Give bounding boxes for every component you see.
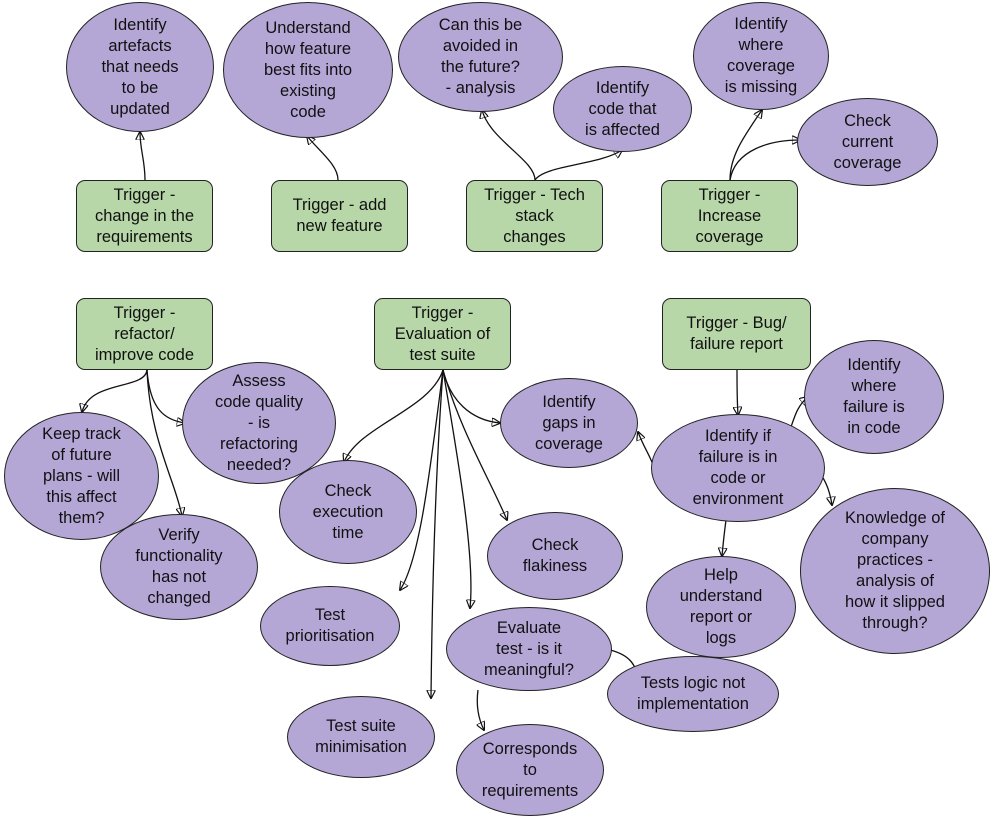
activity-label: Verify functionality has not changed xyxy=(135,526,223,607)
activity-label: Corresponds to requirements xyxy=(481,739,579,800)
edge-t6-a11 xyxy=(344,369,444,462)
trigger-label: Trigger - refactor/ improve code xyxy=(94,303,195,364)
activity-assess-code-quality[interactable]: Assess code quality - is refactoring nee… xyxy=(182,362,336,484)
edge-t3-a3 xyxy=(482,110,536,181)
activity-label: Test prioritisation xyxy=(285,606,375,645)
edge-t6-a16 xyxy=(431,369,444,698)
activity-label: Evaluate test - is it meaningful? xyxy=(484,618,574,679)
trigger-increase-coverage[interactable]: Trigger - Increase coverage xyxy=(661,180,798,252)
trigger-label: Trigger - change in the requirements xyxy=(94,185,195,246)
trigger-label: Trigger - Tech stack changes xyxy=(484,185,585,246)
trigger-label: Trigger - Evaluation of test suite xyxy=(394,303,491,364)
activity-understand-feature-fit[interactable]: Understand how feature best fits into ex… xyxy=(223,2,393,138)
activity-verify-functionality[interactable]: Verify functionality has not changed xyxy=(100,514,258,620)
activity-identify-artefacts[interactable]: Identify artefacts that needs to be upda… xyxy=(66,2,214,132)
activity-test-suite-minimisation[interactable]: Test suite minimisation xyxy=(287,696,435,778)
activity-corresponds-to-requirements[interactable]: Corresponds to requirements xyxy=(456,724,604,816)
activity-avoid-in-future-analysis[interactable]: Can this be avoided in the future? - ana… xyxy=(398,2,563,112)
activity-label: Check execution time xyxy=(312,481,384,542)
edge-a14-a17 xyxy=(477,689,484,730)
activity-identify-affected-code[interactable]: Identify code that is affected xyxy=(553,66,692,152)
edge-t6-a12 xyxy=(442,369,507,520)
activity-company-practices-analysis[interactable]: Knowledge of company practices - analysi… xyxy=(800,488,990,654)
trigger-label: Trigger - add new feature xyxy=(292,196,387,235)
activity-check-flakiness[interactable]: Check flakiness xyxy=(487,512,623,600)
activity-tests-logic-not-implementation[interactable]: Tests logic not implementation xyxy=(607,656,779,732)
activity-label: Assess code quality - is refactoring nee… xyxy=(214,371,304,474)
edge-t7-a19 xyxy=(737,369,738,415)
activity-test-prioritisation[interactable]: Test prioritisation xyxy=(260,586,400,666)
trigger-label: Trigger - Bug/ failure report xyxy=(686,314,787,353)
activity-label: Keep track of future plans - will this a… xyxy=(42,424,121,527)
activity-check-execution-time[interactable]: Check execution time xyxy=(279,460,417,564)
edge-a19-a21 xyxy=(722,519,726,556)
edge-t2-a2 xyxy=(307,136,339,181)
activity-label: Check flakiness xyxy=(522,536,588,575)
trigger-refactor-improve-code[interactable]: Trigger - refactor/ improve code xyxy=(76,298,213,370)
activity-identify-failure-in-code[interactable]: Identify where failure is in code xyxy=(804,340,944,454)
activity-label: Help understand report or logs xyxy=(679,566,763,647)
activity-label: Understand how feature best fits into ex… xyxy=(263,18,353,121)
edge-t6-a14 xyxy=(442,369,471,608)
trigger-add-new-feature[interactable]: Trigger - add new feature xyxy=(271,180,408,252)
activity-label: Identify where failure is in code xyxy=(843,356,905,437)
edge-t4-a6 xyxy=(729,140,800,181)
activity-label: Check current coverage xyxy=(833,111,902,172)
trigger-tech-stack-changes[interactable]: Trigger - Tech stack changes xyxy=(466,180,603,252)
activity-label: Identify if failure is in code or enviro… xyxy=(692,427,784,508)
activity-evaluate-test-meaningful[interactable]: Evaluate test - is it meaningful? xyxy=(446,607,612,691)
trigger-label: Trigger - Increase coverage xyxy=(695,185,764,246)
edge-t1-a1 xyxy=(140,132,146,181)
activity-label: Identify gaps in coverage xyxy=(535,392,603,453)
trigger-change-in-requirements[interactable]: Trigger - change in the requirements xyxy=(76,180,213,252)
edge-t3-a4 xyxy=(534,150,622,181)
activity-help-understand-report[interactable]: Help understand report or logs xyxy=(646,556,796,658)
activity-label: Can this be avoided in the future? - ana… xyxy=(438,16,523,97)
activity-keep-track-future-plans[interactable]: Keep track of future plans - will this a… xyxy=(4,412,159,540)
edge-t5-a9 xyxy=(146,369,182,516)
activity-identify-missing-coverage[interactable]: Identify where coverage is missing xyxy=(693,2,829,110)
activity-label: Identify code that is affected xyxy=(585,78,660,139)
activity-check-current-coverage[interactable]: Check current coverage xyxy=(797,98,938,186)
edge-t4-a5 xyxy=(729,110,762,181)
trigger-bug-failure-report[interactable]: Trigger - Bug/ failure report xyxy=(662,298,811,370)
activity-label: Identify where coverage is missing xyxy=(724,15,798,96)
trigger-evaluation-of-test-suite[interactable]: Trigger - Evaluation of test suite xyxy=(374,298,511,370)
edge-t5-a7 xyxy=(82,369,148,412)
activity-identify-gaps-in-coverage[interactable]: Identify gaps in coverage xyxy=(500,378,638,468)
edge-t6-a13 xyxy=(400,369,444,590)
activity-label: Tests logic not implementation xyxy=(637,674,749,713)
activity-identify-code-or-environment[interactable]: Identify if failure is in code or enviro… xyxy=(651,414,825,522)
activity-label: Knowledge of company practices - analysi… xyxy=(845,509,945,632)
activity-label: Identify artefacts that needs to be upda… xyxy=(101,15,179,118)
activity-label: Test suite minimisation xyxy=(315,717,407,756)
